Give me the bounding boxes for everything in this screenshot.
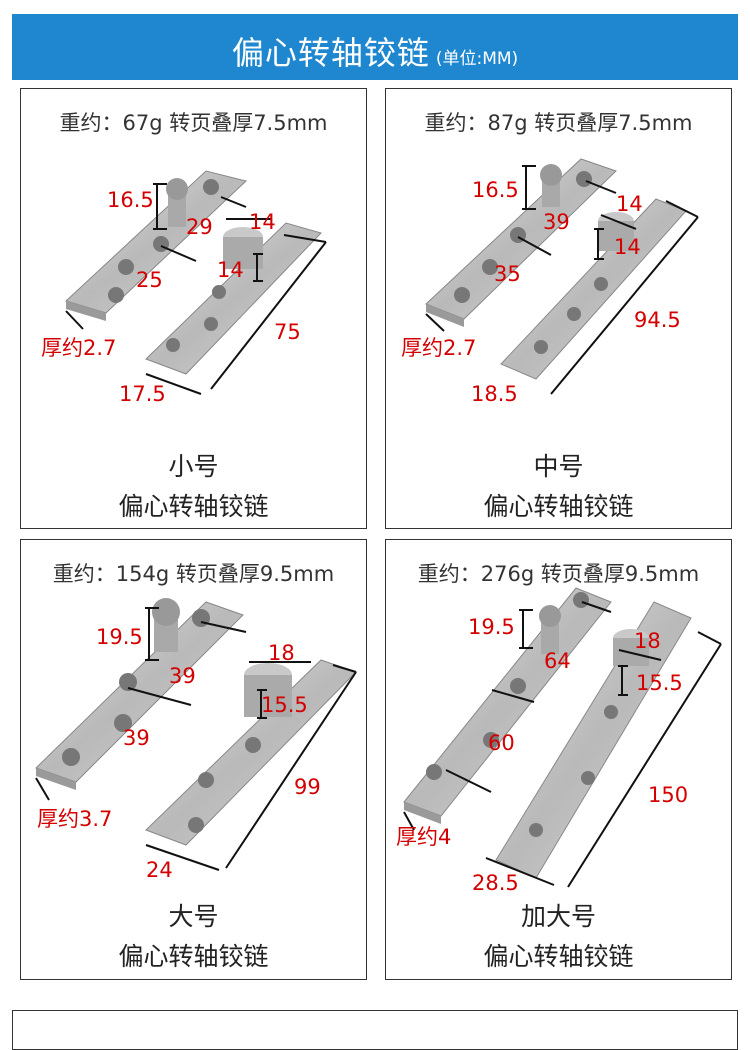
dim-width: 17.5 — [119, 382, 166, 406]
hinge-diagram-medium: 16.5 39 35 厚约2.7 14 14 94.5 18.5 — [401, 158, 699, 406]
dim-hole-b: 35 — [494, 262, 521, 286]
hinge-plate-right — [145, 659, 357, 846]
dim-thickness: 厚约2.7 — [41, 336, 116, 360]
dim-thickness: 厚约2.7 — [401, 336, 476, 360]
hinge-diagram-large: 19.5 39 39 厚约3.7 18 15.5 99 24 — [35, 598, 357, 882]
weight-spec: 重约：154g 转页叠厚9.5mm — [52, 562, 335, 586]
dim-boss-diameter: 14 — [249, 210, 276, 234]
dim-boss-diameter: 14 — [616, 192, 643, 216]
size-label: 小号 — [168, 452, 219, 481]
size-label: 大号 — [168, 902, 219, 931]
size-label: 中号 — [533, 452, 584, 481]
dim-pin-height: 19.5 — [468, 615, 515, 639]
product-name: 偏心转轴铰链 — [483, 942, 634, 971]
dim-thickness: 厚约4 — [396, 825, 451, 849]
weight-spec: 重约：276g 转页叠厚9.5mm — [417, 562, 700, 586]
dim-boss-height: 14 — [614, 235, 641, 259]
product-name: 偏心转轴铰链 — [118, 942, 269, 971]
unit-note: (单位:MM) — [435, 49, 519, 69]
product-name: 偏心转轴铰链 — [118, 492, 269, 521]
weight-spec: 重约：67g 转页叠厚7.5mm — [59, 111, 328, 135]
hinge-plate-right — [145, 222, 322, 375]
dim-pin-height: 19.5 — [96, 625, 143, 649]
dim-boss-height: 14 — [217, 258, 244, 282]
dim-width: 28.5 — [472, 871, 519, 895]
dim-length: 150 — [648, 783, 688, 807]
hinge-diagram-small: 16.5 29 25 厚约2.7 14 14 75 17.5 — [41, 170, 327, 406]
dim-length: 94.5 — [634, 308, 681, 332]
product-card-small: 重约：67g 转页叠厚7.5mm 16.5 29 25 厚约2.7 14 1 — [20, 88, 367, 529]
dim-hole-b: 60 — [488, 731, 515, 755]
size-label: 加大号 — [520, 902, 596, 931]
product-card-medium: 重约：87g 转页叠厚7.5mm 16.5 39 35 厚约2.7 14 14 … — [385, 88, 732, 529]
dim-boss-height: 15.5 — [636, 671, 683, 695]
product-card-large: 重约：154g 转页叠厚9.5mm 19.5 39 39 厚约3.7 18 15… — [20, 539, 367, 980]
dim-width: 18.5 — [471, 382, 518, 406]
dim-length: 99 — [294, 775, 321, 799]
dim-hole-b: 39 — [123, 726, 150, 750]
hinge-plate-right — [495, 601, 692, 879]
dim-hole-a: 29 — [186, 215, 213, 239]
dim-boss-diameter: 18 — [268, 641, 295, 665]
hinge-plate-left — [403, 587, 612, 824]
dim-length: 75 — [274, 320, 301, 344]
dim-hole-a: 39 — [169, 664, 196, 688]
page-title: 偏心转轴铰链 — [231, 34, 430, 72]
header-title-row: 偏心转轴铰链(单位:MM) — [12, 28, 738, 74]
dim-hole-a: 64 — [544, 649, 571, 673]
dim-pin-height: 16.5 — [107, 188, 154, 212]
weight-spec: 重约：87g 转页叠厚7.5mm — [424, 111, 693, 135]
product-name: 偏心转轴铰链 — [483, 492, 634, 521]
dim-boss-height: 15.5 — [261, 693, 308, 717]
dim-hole-a: 39 — [543, 210, 570, 234]
hinge-plate-left — [65, 170, 248, 321]
dim-thickness: 厚约3.7 — [37, 807, 112, 831]
header-banner: 偏心转轴铰链(单位:MM) — [12, 14, 738, 80]
hinge-diagram-extra-large: 19.5 64 60 厚约4 18 15.5 150 28.5 — [396, 587, 722, 895]
dim-boss-diameter: 18 — [634, 629, 661, 653]
next-section-frame — [12, 1010, 738, 1050]
dim-pin-height: 16.5 — [472, 178, 519, 202]
dim-width: 24 — [146, 858, 173, 882]
dim-hole-b: 25 — [136, 268, 163, 292]
product-card-extra-large: 重约：276g 转页叠厚9.5mm 19.5 64 60 厚约4 18 15.5… — [385, 539, 732, 980]
